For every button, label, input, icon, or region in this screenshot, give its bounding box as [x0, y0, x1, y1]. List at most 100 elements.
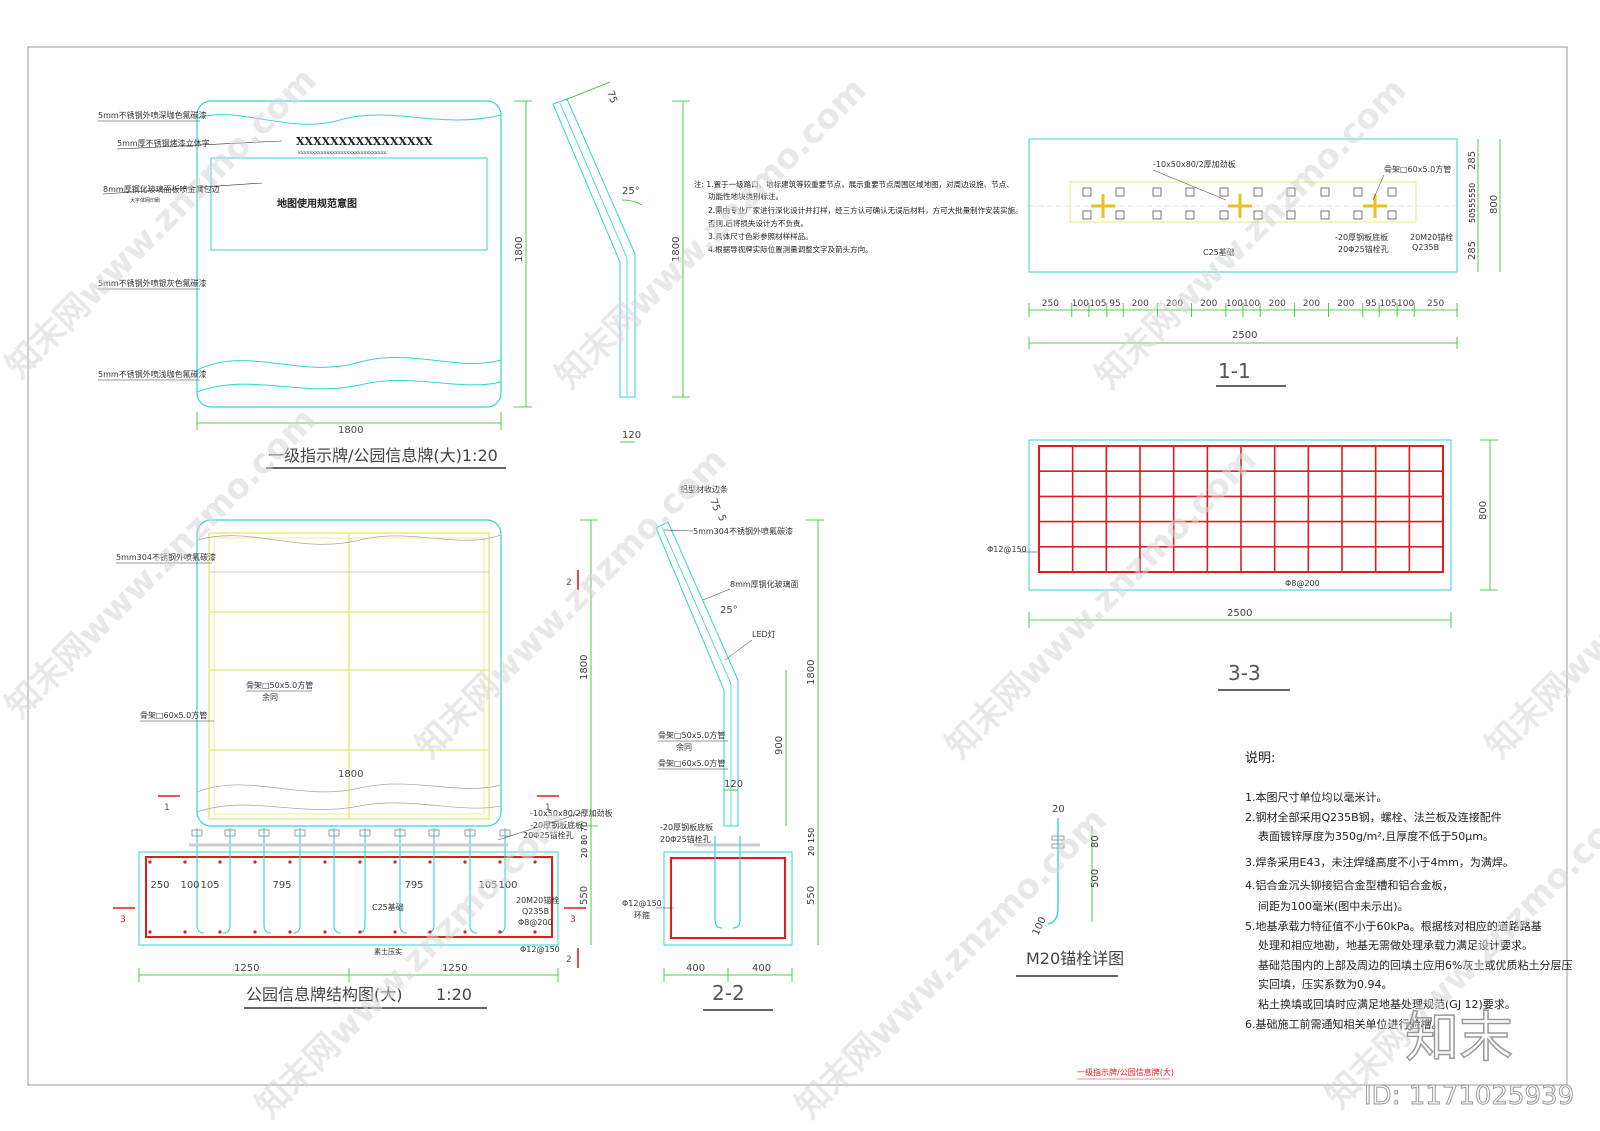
stiffener-cross-1: [1228, 194, 1252, 218]
sp-anchor-nut-2: [258, 829, 270, 837]
s11-dim-1: 100: [1072, 299, 1089, 309]
bolt-hole-0-1: [1082, 210, 1092, 220]
s33-outline: [1028, 439, 1452, 591]
watermark-1: 知末网www.znzmo.com: [0, 60, 324, 386]
bolt-hole-7-1: [1320, 210, 1330, 220]
watermark-7: 知末网www.znzmo.com: [1478, 440, 1600, 766]
sp-height: 1800: [579, 655, 590, 680]
sp-bottom-dim-3: 795: [272, 880, 291, 891]
sp-foundation: [145, 856, 553, 938]
sp-rebar-dot-top-3: [253, 860, 257, 864]
sp-rebar-dot-top-6: [358, 860, 362, 864]
s11-leader-1: [1152, 169, 1227, 201]
stiffener-cross-2: [1363, 194, 1387, 218]
sp-half-1: 1250: [234, 963, 259, 974]
sheet-border: [27, 46, 1568, 1086]
watermark-8: 知末网www.znzmo.com: [248, 800, 574, 1126]
s11-leader-2: [1372, 174, 1385, 201]
sp-anchor-nut-0: [191, 829, 203, 837]
s11-title: 1-1: [1218, 359, 1251, 383]
sp-label-steel: Q235B: [522, 907, 549, 916]
anchor-hook: [1047, 907, 1059, 925]
s22-anchor-2: [732, 836, 741, 929]
bolt-hole-9-1: [1387, 210, 1397, 220]
sp-anchor-nut-7: [428, 829, 440, 837]
note-1: 1.本图尺寸单位均以毫米计。: [1245, 790, 1388, 804]
bolt-hole-8-1: [1353, 210, 1363, 220]
sp-title: 公园信息牌结构图(大): [246, 985, 403, 1004]
anchor-nut-2: [1051, 843, 1065, 849]
s22-depth: 550: [806, 886, 817, 905]
bottom-wave-1: [196, 356, 502, 371]
s22-plate-150: 150: [807, 828, 816, 843]
s11-label-bolt: 20M20锚栓: [1410, 232, 1453, 242]
sp-plate-20: 20: [580, 848, 589, 858]
s11-r-285a: 285: [1467, 151, 1478, 170]
s22-label-frame-large: 骨架□60x5.0方管: [658, 758, 725, 768]
note-top-1: 注: 1.置于一级路口、地标建筑等较重要节点，展示重要节点周围区域地图，对周边设…: [694, 179, 1014, 189]
s22-label-stirrup: 环箍: [634, 910, 650, 920]
sp-rebar-dot-2: [218, 930, 222, 934]
sp-inner-width: 1800: [338, 769, 363, 780]
s22-label-panel: 5mm304不锈钢外喷氟碳漆: [693, 526, 793, 536]
s22-foundation-outer: [663, 851, 793, 946]
watermark-4: 知末网www.znzmo.com: [0, 400, 324, 726]
s11-r-total: 800: [1489, 195, 1500, 214]
s22-thick: 120: [724, 779, 743, 790]
sp-depth: 550: [579, 886, 590, 905]
sp-label-frame-small: 骨架□50x5.0方管: [246, 680, 313, 690]
s11-dim-6: 200: [1200, 299, 1217, 309]
sp-bottom-dim-0: 250: [150, 880, 169, 891]
notes-heading: 说明:: [1245, 751, 1275, 766]
s11-r-50a: 50: [1468, 183, 1477, 193]
notes-bottom: 说明: 1.本图尺寸单位均以毫米计。 2.钢材全部采用Q235B钢，螺栓、法兰板…: [1245, 751, 1572, 1031]
s22-label-frame-small: 骨架□50x5.0方管: [658, 730, 725, 740]
header-sub-text: XXXXXXXXXXXXXXXXXXXXXXXXXXXXXXX: [298, 150, 386, 155]
sp-anchor-8: [469, 828, 478, 934]
bolt-hole-2-1: [1152, 210, 1162, 220]
sp-rebar-dot-top-0: [148, 860, 152, 864]
bolt-hole-3-0: [1185, 187, 1195, 197]
s11-dim-5: 200: [1166, 299, 1183, 309]
sp-plate-80: 80: [580, 835, 589, 845]
sp-anchor-nut-8: [464, 829, 476, 837]
sp-rebar-dot-top-1: [183, 860, 187, 864]
top-wave: [196, 114, 502, 125]
side-height: 1800: [671, 237, 682, 262]
sp-mark-3-r: 3: [570, 915, 576, 925]
s11-label-plate: -20厚钢板底板: [1335, 232, 1388, 242]
callout-3: 8mm厚钢化玻璃面板喷金属包边: [103, 184, 220, 194]
sp-anchor-bolts: [148, 828, 537, 934]
section-1-1: -10x50x80/2厚加劲板 骨架□60x5.0方管 -20厚钢板底板 20M…: [1028, 138, 1501, 387]
note-12: 6.基础施工前需通知相关单位进行验槽。: [1245, 1017, 1443, 1031]
callout-2-leader: [116, 140, 283, 150]
s22-anchor-1: [714, 836, 723, 929]
s22-dim-small: 5: [715, 513, 728, 523]
section-1-1-outline: [1028, 138, 1458, 273]
sign-elevation: XXXXXXXXXXXXXXXX XXXXXXXXXXXXXXXXXXXXXXX…: [98, 100, 532, 469]
anchor-dim-100: 100: [1031, 915, 1049, 937]
s11-r-55b: 55: [1468, 203, 1477, 213]
sign-outline: [196, 100, 502, 408]
callout-2: 5mm厚不锈钢烤漆立体字: [117, 138, 210, 148]
sp-anchor-4: [333, 828, 342, 934]
s22-profile-inner: [661, 526, 732, 826]
sp-rebar-dot-6: [358, 930, 362, 934]
sp-label-rebar: Φ8@200: [518, 918, 553, 927]
bolt-hole-2-0: [1152, 187, 1162, 197]
sp-mark-1-l: 1: [164, 803, 170, 813]
s11-r-50b: 50: [1468, 213, 1477, 223]
s22-label-base-plate: -20厚钢板底板: [660, 822, 713, 832]
width-dim: 1800: [338, 425, 363, 436]
s11-r-55a: 55: [1468, 193, 1477, 203]
s11-dim-10: 200: [1303, 299, 1320, 309]
s22-width-1: 400: [686, 963, 705, 974]
sp-label-frame-small-sub: 余同: [262, 692, 278, 702]
sp-rebar-dot-0: [148, 930, 152, 934]
note-top-3: 2.需由专业厂家进行深化设计并打样，经三方认可确认无误后材料，方可大批量制作安装…: [708, 205, 1023, 215]
bolt-hole-3-1: [1185, 210, 1195, 220]
callout-1: 5mm不锈钢外喷深咖色氟碳漆: [98, 110, 207, 120]
s11-label-hole: 20Φ25锚栓孔: [1338, 244, 1389, 254]
side-profile-inner: [559, 102, 628, 397]
